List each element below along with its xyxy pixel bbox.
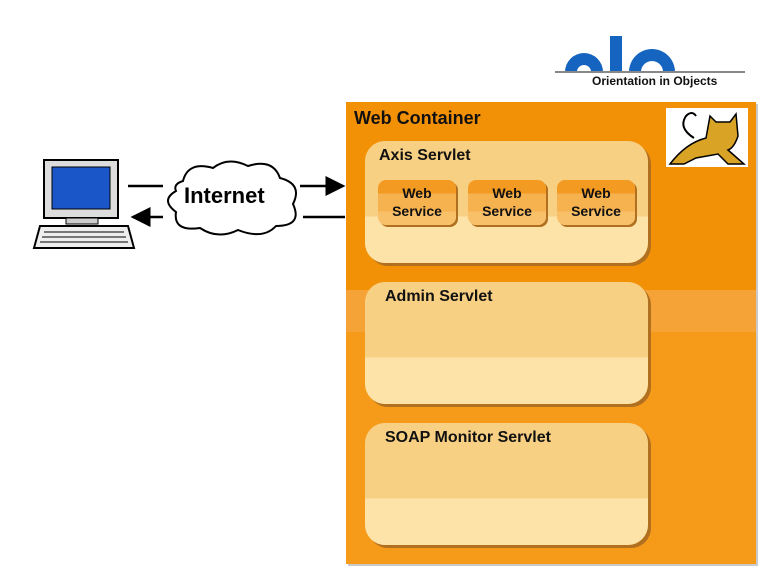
web-service-3: Web Service (557, 180, 635, 225)
computer-icon (32, 159, 136, 249)
tomcat-logo-icon (666, 108, 748, 167)
web-service-2: Web Service (468, 180, 546, 225)
logo-text: Orientation in Objects (592, 74, 718, 88)
internet-label: Internet (184, 183, 265, 208)
arrows (125, 150, 350, 245)
internet-cloud-icon (167, 160, 297, 236)
oio-logo (555, 36, 745, 73)
soap-monitor-servlet-title: SOAP Monitor Servlet (385, 429, 551, 446)
admin-servlet: Admin Servlet (365, 282, 648, 404)
web-container: Web Container Axis Servlet Web Service W… (346, 102, 756, 564)
admin-servlet-title: Admin Servlet (385, 288, 493, 305)
axis-servlet: Axis Servlet Web Service Web Service Web… (365, 141, 648, 263)
axis-servlet-title: Axis Servlet (379, 147, 471, 164)
container-title: Web Container (354, 108, 481, 128)
web-service-1: Web Service (378, 180, 456, 225)
soap-monitor-servlet: SOAP Monitor Servlet (365, 423, 648, 545)
